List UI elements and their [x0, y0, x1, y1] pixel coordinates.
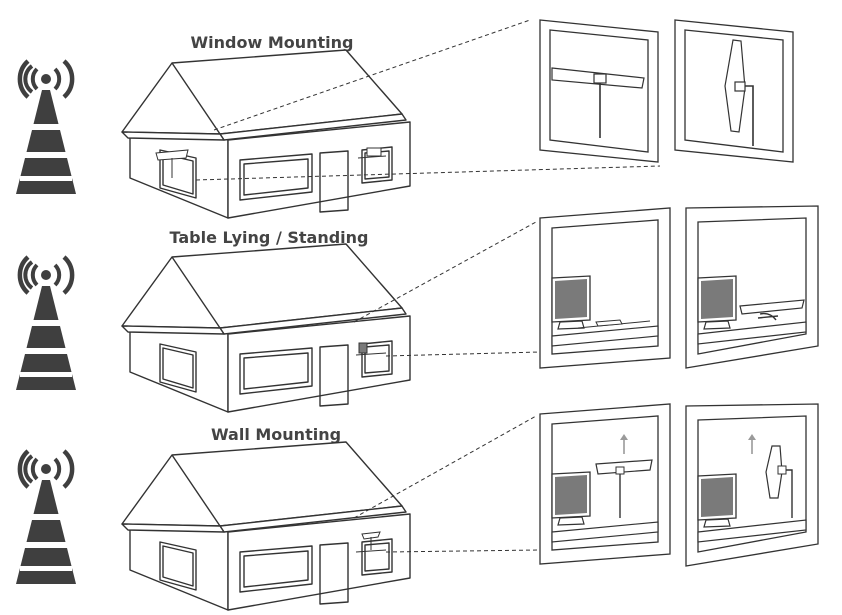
- row-title-table-lying-standing: Table Lying / Standing: [170, 228, 369, 247]
- broadcast-tower-icon: [16, 451, 76, 584]
- detail-panel-table-lying: [539, 207, 671, 369]
- row-title-window-mounting: Window Mounting: [191, 33, 354, 52]
- up-arrow-icon: [748, 434, 756, 454]
- house-illustration: [121, 441, 411, 611]
- broadcast-tower-icon: [16, 257, 76, 390]
- house-illustration: [121, 243, 411, 413]
- house-illustration: [121, 49, 411, 219]
- flat-antenna-wall-vertical: [765, 445, 783, 499]
- flat-antenna-lying: [595, 319, 623, 327]
- side-window-antenna: [155, 149, 189, 178]
- row-window-mounting: Window Mounting: [16, 19, 794, 219]
- row-wall-mounting: Wall Mounting: [16, 403, 819, 611]
- detail-panel-table-standing: [685, 205, 819, 369]
- detail-panel-wall-horizontal: [539, 403, 671, 565]
- front-window-antenna: [355, 342, 387, 356]
- zoom-leader-lines: [353, 415, 541, 553]
- detail-panel-window-vertical: [674, 19, 794, 163]
- row-table-lying-standing: Table Lying / Standing: [16, 205, 819, 413]
- front-window-antenna: [357, 147, 387, 159]
- zoom-leader-lines: [195, 19, 661, 181]
- up-arrow-icon: [620, 434, 628, 454]
- broadcast-tower-icon: [16, 61, 76, 194]
- front-window-antenna: [355, 531, 387, 553]
- flat-antenna-standing: [739, 299, 805, 315]
- zoom-leader-lines: [353, 221, 541, 357]
- row-title-wall-mounting: Wall Mounting: [211, 425, 341, 444]
- detail-panel-wall-vertical: [685, 403, 819, 567]
- detail-panel-window-horizontal: [539, 19, 659, 163]
